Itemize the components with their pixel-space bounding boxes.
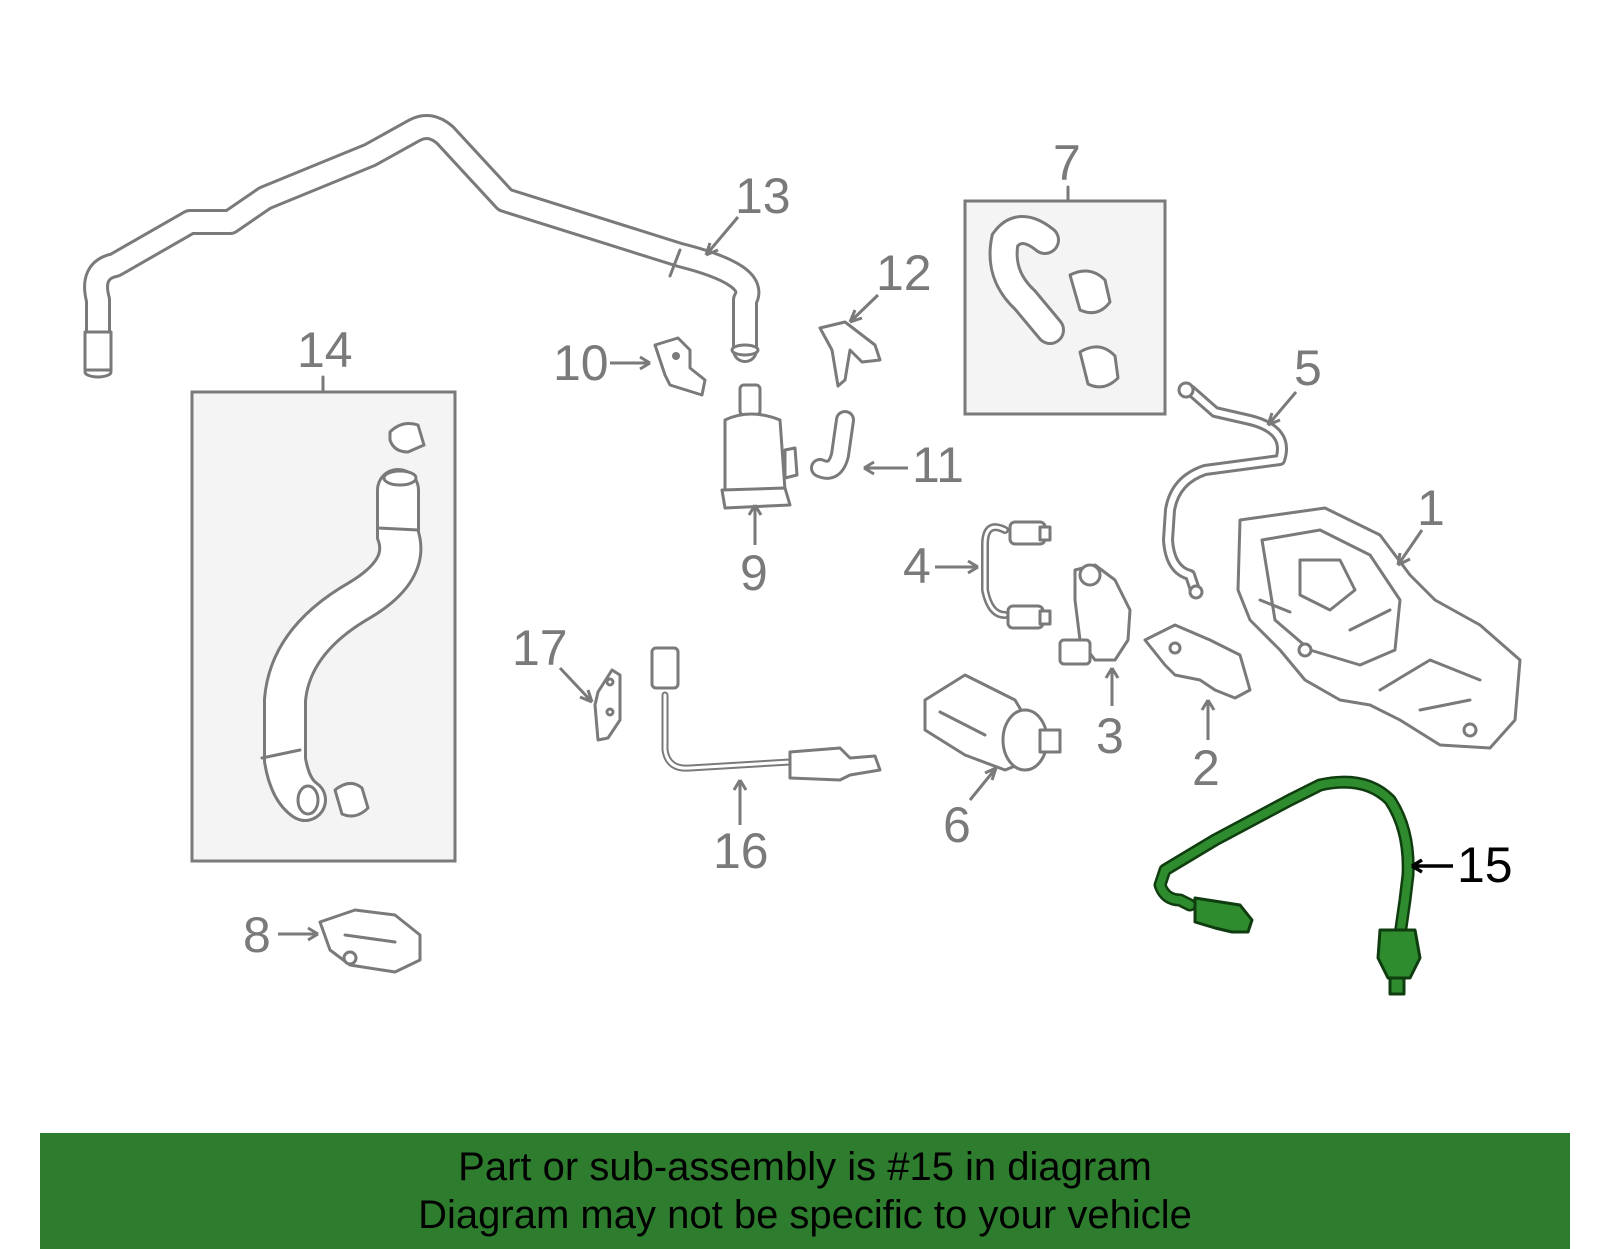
part-13-hose[interactable] <box>83 113 761 379</box>
callout-3: 3 <box>1096 708 1124 764</box>
callout-2: 2 <box>1192 740 1220 796</box>
part-17-bracket[interactable] <box>593 668 622 742</box>
callout-13: 13 <box>735 168 791 224</box>
callout-8: 8 <box>243 907 271 963</box>
leader-3 <box>1104 667 1120 706</box>
part-16-sensor[interactable] <box>650 646 882 782</box>
part-2-bracket[interactable] <box>1143 623 1252 700</box>
callout-12: 12 <box>876 245 932 301</box>
part-15-oxygen-sensor[interactable] <box>1153 775 1422 996</box>
part-3-valve[interactable] <box>1058 563 1132 666</box>
leader-13 <box>704 216 740 257</box>
leader-6 <box>968 766 998 801</box>
callout-11: 11 <box>912 437 964 493</box>
leader-17 <box>558 666 594 704</box>
callout-17: 17 <box>512 620 568 676</box>
callout-5: 5 <box>1294 340 1322 396</box>
callout-4: 4 <box>903 538 931 594</box>
footer-line-2: Diagram may not be specific to your vehi… <box>418 1193 1192 1237</box>
leader-11 <box>863 460 908 476</box>
leader-1 <box>1396 529 1424 567</box>
footer-line-1: Part or sub-assembly is #15 in diagram <box>458 1145 1152 1189</box>
leader-10 <box>610 355 651 371</box>
part-12-bracket[interactable] <box>818 320 882 388</box>
part-7-hose[interactable] <box>988 215 1120 389</box>
part-4-sensor[interactable] <box>981 520 1052 630</box>
callout-16: 16 <box>713 823 769 879</box>
leader-12 <box>848 293 880 324</box>
part-1-module[interactable] <box>1236 506 1522 750</box>
leader-5 <box>1266 391 1298 427</box>
part-6-pump[interactable] <box>923 673 1062 772</box>
leader-4 <box>935 559 979 575</box>
part-9-valve[interactable] <box>720 383 799 510</box>
footer-banner: Part or sub-assembly is #15 in diagram D… <box>40 1133 1570 1249</box>
callout-14: 14 <box>297 322 353 378</box>
leader-15 <box>1411 858 1453 874</box>
part-10-bracket[interactable] <box>653 336 707 397</box>
callout-10: 10 <box>553 335 609 391</box>
leader-8 <box>278 926 319 942</box>
callout-7: 7 <box>1053 135 1081 191</box>
callout-9: 9 <box>740 545 768 601</box>
leader-2 <box>1200 699 1216 740</box>
part-5-tube[interactable] <box>1162 381 1288 600</box>
callout-1: 1 <box>1417 480 1445 536</box>
leader-9 <box>747 504 763 545</box>
part-14-hose[interactable] <box>260 422 426 822</box>
callout-6: 6 <box>943 797 971 853</box>
callout-15: 15 <box>1457 837 1513 893</box>
leader-16 <box>732 779 748 825</box>
part-8-connector[interactable] <box>318 908 422 974</box>
part-11-hose[interactable] <box>810 410 855 480</box>
